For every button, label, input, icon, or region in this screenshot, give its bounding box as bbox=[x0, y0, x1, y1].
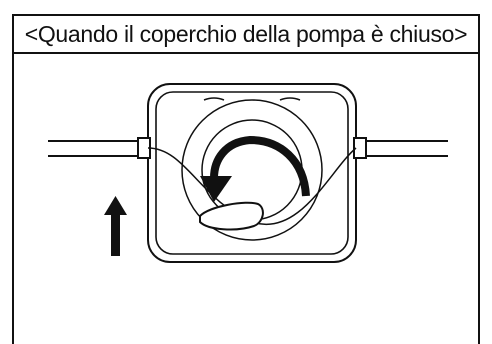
illustration-area bbox=[12, 52, 480, 344]
tube-left bbox=[48, 140, 140, 157]
tube-right bbox=[362, 140, 448, 157]
up-arrow-icon bbox=[104, 196, 127, 256]
lever bbox=[199, 201, 264, 231]
caption-box: <Quando il coperchio della pompa è chius… bbox=[12, 14, 480, 54]
rotation-arrow-icon bbox=[200, 135, 310, 202]
lid-tabs bbox=[203, 97, 301, 101]
pump-housing bbox=[147, 83, 357, 263]
caption-text: <Quando il coperchio della pompa è chius… bbox=[24, 20, 468, 47]
connector-right bbox=[353, 137, 367, 159]
